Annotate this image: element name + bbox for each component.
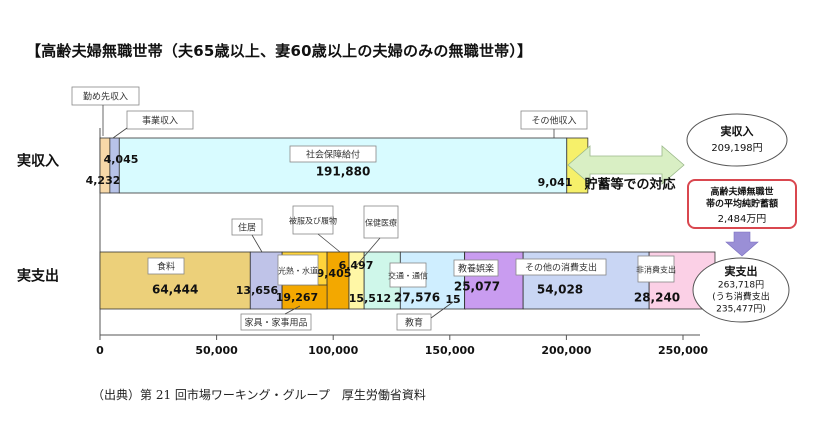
x-tick-label: 0	[96, 344, 104, 357]
data-label-housing: 13,656	[236, 284, 279, 297]
callout-medical-box	[363, 205, 399, 239]
data-label-social: 191,880	[316, 165, 371, 179]
income-total-value: 209,198円	[711, 143, 762, 154]
data-label-other-consumption: 54,028	[537, 283, 583, 297]
expense-consumption-label: (うち消費支出	[712, 291, 770, 303]
data-label-food: 64,444	[152, 283, 198, 297]
bar-segment-housing	[249, 251, 283, 310]
savings-arrow	[567, 145, 685, 185]
callout-education-box	[396, 313, 432, 331]
callout-food: 食料	[157, 261, 175, 273]
down-arrow	[725, 231, 759, 257]
savings-box-value: 2,484万円	[718, 214, 767, 225]
callout-transport: 交通・通信	[388, 271, 428, 281]
callout-housing-leader	[251, 234, 263, 253]
callout-furniture: 家具・家事用品	[244, 317, 307, 329]
savings-box-title-2: 帯の平均純貯蓄額	[706, 198, 778, 210]
data-label-wage: 4,232	[86, 174, 121, 187]
callout-housing: 住居	[238, 222, 256, 234]
savings-text: 貯蓄等での対応	[584, 177, 675, 193]
callout-medical: 保健医療	[365, 218, 397, 228]
callout-education: 教育	[405, 317, 423, 329]
callout-social: 社会保障給付	[306, 149, 360, 161]
callout-other-consumption: その他の消費支出	[525, 262, 597, 274]
callout-furniture-box	[240, 313, 312, 331]
expense-total-ellipse	[692, 257, 790, 323]
callout-utilities-box	[277, 254, 319, 286]
data-label-transport: 27,576	[394, 291, 440, 305]
expense-total-value: 263,718円	[718, 280, 764, 291]
callout-clothing-leader	[317, 233, 341, 253]
callout-other-consumption-box	[515, 258, 607, 276]
data-label-utilities: 19,267	[276, 291, 318, 304]
income-total-label: 実収入	[721, 124, 754, 138]
callout-wage: 勤め先収入	[83, 91, 128, 103]
category-label-income: 実収入	[17, 153, 59, 170]
callout-business-box	[126, 110, 194, 130]
income-total-ellipse	[686, 113, 788, 167]
source-note: （出典）第 21 回市場ワーキング・グループ 厚生労働省資料	[92, 388, 426, 402]
callout-education-leader	[430, 301, 454, 319]
callout-furniture-leader	[284, 305, 301, 315]
callout-clothing-box	[292, 205, 334, 235]
callout-social-box	[289, 145, 377, 163]
x-tick-label: 250,000	[658, 344, 708, 357]
callout-medical-leader	[355, 237, 381, 267]
data-label-culture: 25,077	[454, 280, 500, 294]
expense-consumption-value: 235,477円)	[716, 304, 766, 315]
savings-box-title-1: 高齢夫婦無職世	[710, 186, 773, 198]
callout-food-box	[147, 257, 185, 275]
x-tick-label: 150,000	[425, 344, 475, 357]
chart-title: 【高齢夫婦無職世帯（夫65歳以上、妻60歳以上の夫婦のみの無職世帯）】	[26, 42, 533, 60]
callout-utilities: 光熱・水道	[278, 266, 318, 276]
data-label-medical: 15,512	[349, 292, 391, 305]
data-label-business: 4,045	[104, 153, 139, 166]
data-label-other-income: 9,041	[538, 176, 573, 189]
callout-housing-box	[231, 218, 263, 236]
data-label-education: 15	[445, 293, 460, 306]
x-tick-label: 100,000	[308, 344, 358, 357]
callout-other-income: その他収入	[531, 115, 576, 127]
data-label-nonconsumption: 28,240	[634, 291, 680, 305]
callout-culture-box	[453, 259, 499, 277]
callout-nonconsumption-box	[637, 255, 675, 283]
category-label-expense: 実支出	[17, 268, 59, 285]
callout-clothing: 被服及び履物	[289, 216, 337, 226]
x-tick-label: 200,000	[541, 344, 591, 357]
x-tick-label: 50,000	[195, 344, 238, 357]
savings-box	[687, 179, 797, 229]
expense-total-label: 実支出	[725, 264, 758, 278]
callout-transport-box	[389, 262, 427, 288]
callout-wage-box	[71, 86, 140, 106]
callout-business: 事業収入	[142, 115, 178, 127]
bar-segment-utilities-lower	[281, 284, 328, 310]
callout-business-leader	[112, 127, 128, 139]
data-label-furniture: 9,405	[317, 267, 352, 280]
callout-nonconsumption: 非消費支出	[636, 265, 676, 275]
callout-culture: 教養娯楽	[458, 263, 494, 275]
